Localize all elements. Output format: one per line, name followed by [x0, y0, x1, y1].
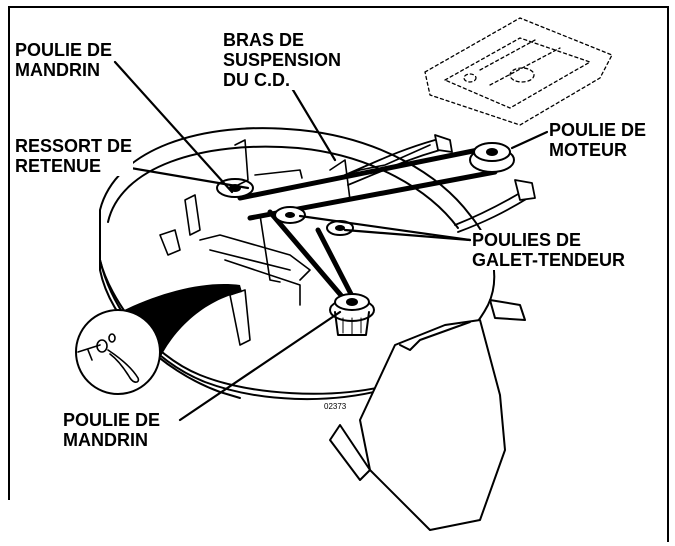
figure-number: 02373 — [324, 402, 347, 411]
label-poulies-de-galet-tendeur: POULIES DE GALET-TENDEUR — [471, 230, 626, 270]
label-poulie-de-moteur: POULIE DE MOTEUR — [548, 120, 648, 160]
label-line: MOTEUR — [549, 140, 627, 160]
deck-brackets — [159, 139, 431, 346]
idler-pulley — [274, 206, 354, 236]
deck-rim — [107, 145, 459, 229]
label-line: SUSPENSION — [223, 50, 342, 70]
label-line: GALET-TENDEUR — [472, 250, 625, 270]
leader-poulies-galet-2 — [343, 228, 472, 242]
engine-pulley — [469, 142, 515, 173]
label-line: POULIE DE — [63, 410, 161, 430]
label-bras-de-suspension: BRAS DE SUSPENSION DU C.D. — [222, 30, 343, 90]
label-line: BRAS DE — [223, 30, 305, 50]
retaining-spring-detail — [77, 333, 140, 383]
discharge-chute — [359, 319, 506, 531]
tractor-frame-outline — [424, 17, 613, 126]
leader-poulie-mandrin-top — [113, 60, 234, 194]
label-line: RESSORT DE — [15, 136, 133, 156]
label-line: MANDRIN — [63, 430, 148, 450]
frame-gap — [6, 500, 12, 546]
label-line: POULIE DE — [15, 40, 113, 60]
leader-bras-suspension — [288, 83, 337, 162]
label-poulie-de-mandrin-top: POULIE DE MANDRIN — [14, 40, 114, 80]
suspension-arm — [344, 134, 536, 233]
label-line: POULIE DE — [549, 120, 647, 140]
deck-lower-edge — [99, 259, 391, 401]
label-line: RETENUE — [15, 156, 102, 176]
spindle-pulley-right — [329, 293, 375, 336]
label-line: DU C.D. — [223, 70, 290, 90]
leader-poulie-mandrin-bottom — [178, 310, 342, 422]
label-poulie-de-mandrin-bottom: POULIE DE MANDRIN — [62, 410, 162, 450]
leader-lines — [111, 60, 549, 422]
leader-ressort-retenue — [111, 163, 250, 190]
label-line: POULIES DE — [472, 230, 582, 250]
leader-poulie-moteur — [510, 130, 549, 150]
detail-inset-circle — [75, 309, 161, 395]
label-ressort-de-retenue: RESSORT DE RETENUE — [14, 136, 134, 176]
leader-poulies-galet-1 — [298, 214, 472, 242]
label-line: MANDRIN — [15, 60, 100, 80]
